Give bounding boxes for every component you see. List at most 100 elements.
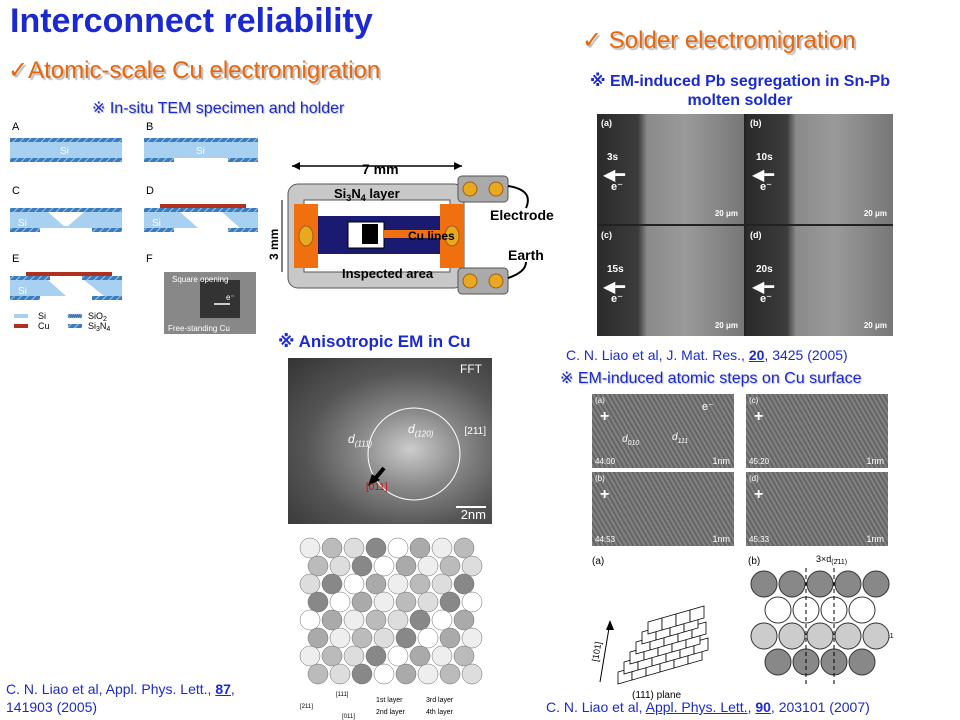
lattice-atom <box>431 609 453 631</box>
lattice-atom <box>329 627 351 649</box>
legend-sio2: SiO2 <box>88 311 107 323</box>
panel-electron: e⁻ <box>611 181 623 193</box>
step-electron: e⁻ <box>702 401 714 413</box>
cube-face <box>689 605 705 623</box>
lattice-atom <box>387 645 409 667</box>
step-diagram-b: (b) 3×d(2̄11) d111 <box>748 554 894 684</box>
right-heading: ✓ Solder electromigration <box>582 26 856 55</box>
checkmark-icon-2: ✓ <box>582 27 603 54</box>
step-scale: 1nm <box>712 456 730 466</box>
lattice-dir_a: [111] <box>336 692 349 698</box>
atom-circle <box>862 622 890 650</box>
label-c: C <box>12 185 20 197</box>
lattice-atom <box>343 645 365 667</box>
panel-tag: (d) <box>750 230 762 240</box>
left-heading: ✓Atomic-scale Cu electromigration <box>8 56 380 85</box>
right-subheading-3: ※ EM-induced atomic steps on Cu surface <box>560 370 862 387</box>
left-subheading: ※ In-situ TEM specimen and holder <box>92 100 345 117</box>
si-label-b: Si <box>196 146 205 157</box>
lattice-atom <box>431 537 453 559</box>
diag-b-top: 3×d(2̄11) <box>816 554 847 566</box>
lattice-atom <box>409 645 431 667</box>
diag-a-tag: (a) <box>592 556 604 567</box>
lattice-atom <box>453 537 475 559</box>
step-diagram-a: (a) [101] (111) plane <box>590 556 709 701</box>
atom-circle <box>806 570 834 598</box>
sin-layer-label: Si3N4 layer <box>334 186 400 203</box>
page-title: Interconnect reliability <box>10 2 373 40</box>
atom-circle <box>834 570 862 598</box>
arrow-left-icon: ◀━ <box>752 167 774 184</box>
step-panels: (a) + 44:00 1nm (c) + 45:20 1nm (b) + 44… <box>592 394 888 546</box>
process-diagram: A Si B Si C Si D Si E Si Si Cu SiO2 Si3N… <box>10 121 258 334</box>
lattice-atom <box>387 609 409 631</box>
lattice-atom <box>439 627 461 649</box>
lattice-atom <box>373 663 395 685</box>
right-heading-text: Solder electromigration <box>608 27 856 54</box>
solder-panel: (d) 20s ◀━ e⁻ 20 μm <box>746 226 893 336</box>
cu-lines-label: Cu lines <box>408 229 455 243</box>
lattice-atom <box>409 573 431 595</box>
atom-circle <box>848 648 876 676</box>
plus-icon: + <box>754 408 764 425</box>
f-free-standing: Free-standing Cu <box>168 324 230 333</box>
fft-label: FFT <box>460 362 482 376</box>
right-citation-2: C. N. Liao et al, Appl. Phys. Lett., 90,… <box>546 699 870 715</box>
diag-a-axis: [101] <box>590 641 603 662</box>
lattice-atom <box>453 645 475 667</box>
lattice-atom <box>461 591 483 613</box>
legend-si: Si <box>38 311 46 321</box>
panel-scale: 20 μm <box>714 321 738 330</box>
arrow-left-icon: ◀━ <box>603 167 625 184</box>
step-scale: 1nm <box>866 456 884 466</box>
height-label: 3 mm <box>267 229 281 260</box>
electrode-label: Electrode <box>490 207 554 223</box>
lattice-atom <box>431 645 453 667</box>
lattice-atom <box>431 573 453 595</box>
lattice-atom <box>373 591 395 613</box>
panel-tag: (a) <box>601 118 612 128</box>
atom-circle <box>764 596 792 624</box>
step-scale: 1nm <box>866 534 884 544</box>
step-tag: (d) <box>749 474 759 483</box>
solder-panel: (b) 10s ◀━ e⁻ 20 μm <box>746 114 893 224</box>
left-heading-text: Atomic-scale Cu electromigration <box>28 57 381 84</box>
lattice-atom <box>299 645 321 667</box>
lattice-atom <box>299 609 321 631</box>
lattice-atom <box>395 627 417 649</box>
plus-icon: + <box>600 408 610 425</box>
lattice-atom <box>417 555 439 577</box>
label-f: F <box>146 253 153 265</box>
f-square-opening: Square opening <box>172 275 229 284</box>
solder-panel: (a) 3s ◀━ e⁻ 20 μm <box>597 114 744 224</box>
step-panel: (b) + 44:53 1nm <box>592 472 734 546</box>
lattice-atom <box>417 591 439 613</box>
lattice-atom <box>453 609 475 631</box>
lattice-dir_b: [211] <box>300 704 313 710</box>
lattice-atom <box>299 537 321 559</box>
lattice-atom <box>343 609 365 631</box>
atom-circle <box>764 648 792 676</box>
lattice-atom <box>299 573 321 595</box>
step-time: 44:53 <box>595 535 616 544</box>
lattice-atom <box>351 627 373 649</box>
si-label-a: Si <box>60 146 69 157</box>
tem-scale: 2nm <box>460 507 486 522</box>
lattice-atom <box>307 663 329 685</box>
lattice-dir_c: [011] <box>342 714 355 720</box>
tem-image: FFT [211] [011] d(111) d(120) 2nm <box>288 358 492 524</box>
lattice-atom <box>439 663 461 685</box>
lattice-legend-l2: 2nd layer <box>376 709 405 716</box>
lattice-atom <box>321 609 343 631</box>
lattice-atom <box>329 591 351 613</box>
atom-circle <box>862 570 890 598</box>
lattice-atom <box>351 663 373 685</box>
step-tag: (a) <box>595 396 605 405</box>
lattice-atom <box>307 591 329 613</box>
solder-panel: (c) 15s ◀━ e⁻ 20 μm <box>597 226 744 336</box>
step-time: 45:33 <box>749 535 770 544</box>
atom-circle <box>848 596 876 624</box>
lattice-atom <box>453 573 475 595</box>
